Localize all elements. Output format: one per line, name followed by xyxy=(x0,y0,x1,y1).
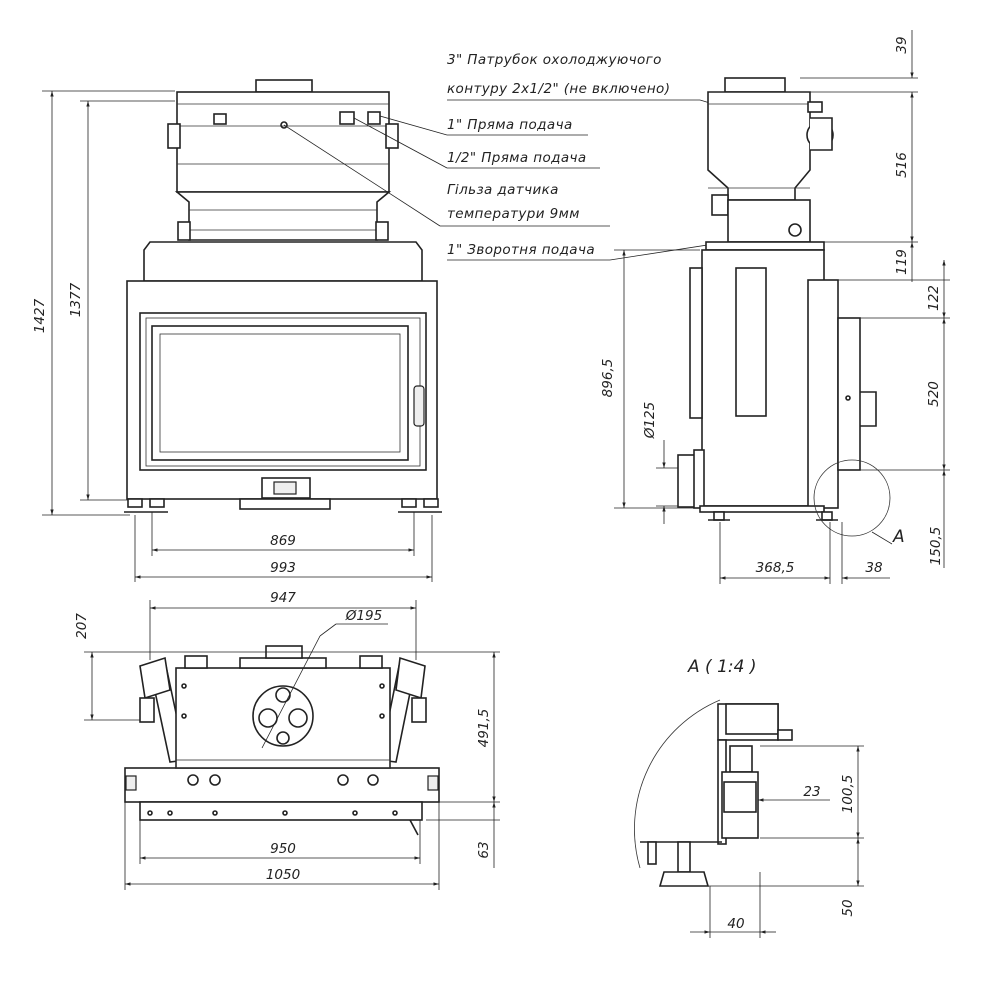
front-neck xyxy=(174,191,392,241)
dim-d195: Ø195 xyxy=(345,608,382,624)
detail-a-view: A ( 1:4 ) 23 100,5 50 40 xyxy=(634,657,864,938)
dim-d125: Ø125 xyxy=(642,402,658,439)
top-base-plate xyxy=(124,767,440,803)
label-sensor-line1: Гільза датчика xyxy=(447,182,559,198)
dim-50: 50 xyxy=(840,899,856,916)
dim-869: 869 xyxy=(270,533,296,549)
front-dimensions xyxy=(42,90,433,582)
dim-23: 23 xyxy=(803,784,820,800)
dim-1427: 1427 xyxy=(32,298,48,333)
detail-dimensions xyxy=(690,745,864,938)
dim-491-5: 491,5 xyxy=(476,709,492,748)
detail-marker-circle xyxy=(813,459,891,537)
front-upper-chamber xyxy=(176,91,390,193)
detail-foot-pad xyxy=(658,871,710,887)
dim-150-5: 150,5 xyxy=(928,527,944,566)
label-direct-1: 1" Пряма подача xyxy=(447,117,573,133)
dim-207: 207 xyxy=(74,613,90,639)
detail-title: A ( 1:4 ) xyxy=(687,657,756,677)
label-direct-half: 1/2" Пряма подача xyxy=(447,150,587,166)
front-body xyxy=(126,280,438,500)
dim-1050: 1050 xyxy=(266,867,300,883)
dim-119: 119 xyxy=(894,249,910,275)
front-glass xyxy=(151,325,409,461)
label-nozzle-line2: контуру 2х1/2" (не включено) xyxy=(447,81,670,97)
dim-39: 39 xyxy=(894,36,910,53)
side-neck xyxy=(727,199,811,243)
dim-896-5: 896,5 xyxy=(600,359,616,398)
side-top-nozzle xyxy=(724,77,786,93)
detail-bracket xyxy=(721,771,759,839)
dim-38: 38 xyxy=(865,560,882,576)
front-sensor-sleeve xyxy=(280,121,288,129)
side-window xyxy=(735,267,767,417)
dim-122: 122 xyxy=(926,285,942,311)
top-view: 947 207 Ø195 491,5 950 1050 63 xyxy=(74,590,500,890)
callouts: 3" Патрубок охолоджуючого контуру 2х1/2"… xyxy=(283,52,813,261)
side-door-handle xyxy=(860,391,877,427)
front-hood xyxy=(143,241,423,282)
label-return-1: 1" Зворотня подача xyxy=(447,242,595,258)
side-view: A 39 516 xyxy=(600,30,950,584)
dim-520: 520 xyxy=(926,381,942,407)
side-door xyxy=(837,317,861,471)
dim-368-5: 368,5 xyxy=(756,560,795,576)
dim-516: 516 xyxy=(894,152,910,178)
front-door xyxy=(139,312,427,471)
dim-993: 993 xyxy=(270,560,296,576)
dim-40: 40 xyxy=(727,916,744,932)
side-return-nozzle xyxy=(788,223,802,237)
detail-foot-screw xyxy=(677,841,691,873)
side-upper-chamber xyxy=(707,91,811,201)
front-feet xyxy=(124,498,442,513)
dim-63: 63 xyxy=(476,841,492,858)
label-sensor-line2: температури 9мм xyxy=(447,206,580,222)
label-nozzle-line1: 3" Патрубок охолоджуючого xyxy=(447,52,662,68)
dim-100-5: 100,5 xyxy=(840,775,856,814)
dim-950: 950 xyxy=(270,841,296,857)
front-top-nozzle xyxy=(255,79,313,93)
dim-947: 947 xyxy=(270,590,296,606)
front-view: 1427 1377 869 993 xyxy=(32,79,442,582)
top-flue-outlet xyxy=(252,685,314,747)
side-dimensions xyxy=(614,30,950,584)
front-door-handle xyxy=(413,385,425,427)
detail-marker-letter: A xyxy=(892,527,905,547)
dim-1377: 1377 xyxy=(68,282,84,317)
side-body xyxy=(701,249,825,507)
top-dimensions xyxy=(84,600,500,890)
